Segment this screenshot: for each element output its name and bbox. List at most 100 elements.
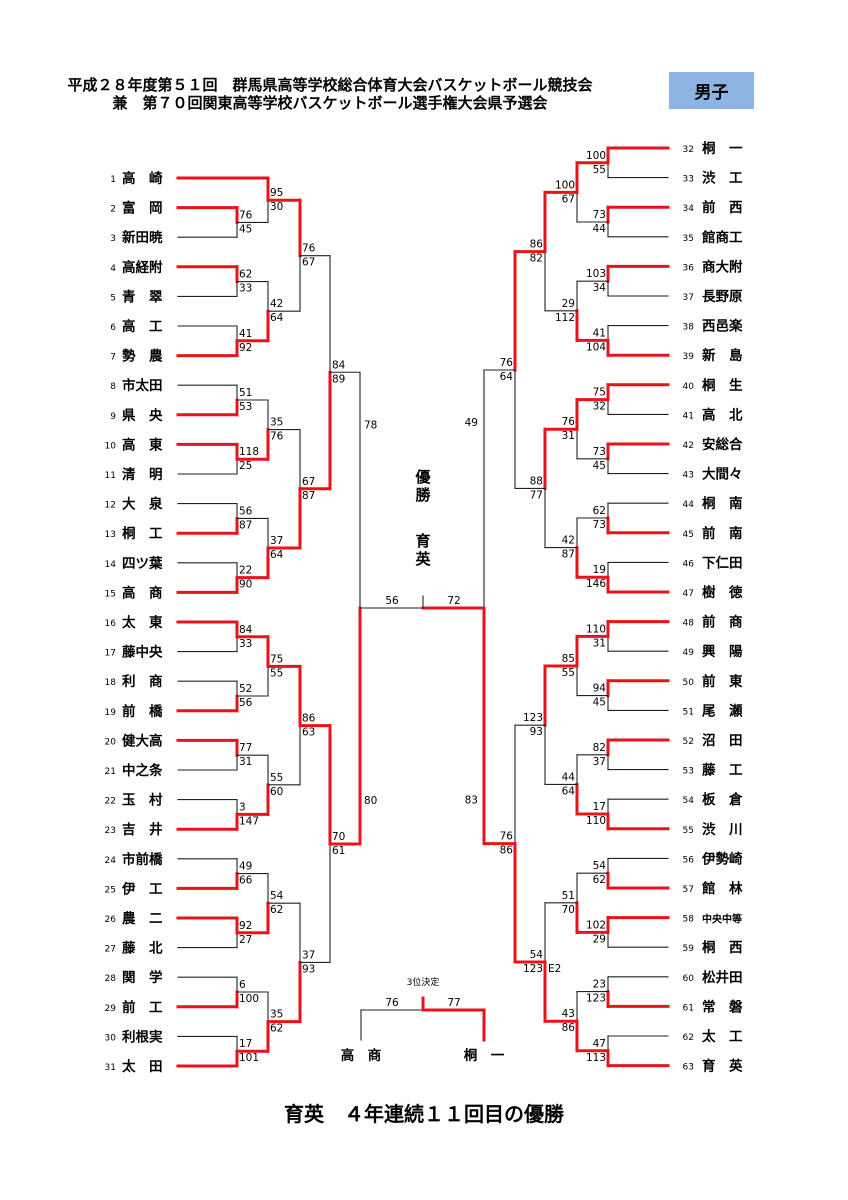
seed-number: 54: [683, 796, 695, 806]
team-name: 育 英: [702, 1058, 743, 1075]
score: 64: [562, 785, 576, 797]
score: 77: [530, 489, 543, 501]
score: 84: [239, 624, 253, 636]
score: 88: [530, 475, 543, 487]
score: 93: [530, 726, 543, 738]
seed-number: 24: [105, 856, 117, 866]
seed-number: 4: [110, 264, 116, 274]
score: 55: [562, 667, 575, 679]
score-note: E2: [548, 963, 561, 975]
score: 6: [239, 979, 246, 991]
team-name: 四ツ葉: [122, 555, 163, 572]
team-name: 新田暁: [122, 229, 163, 246]
seed-number: 45: [683, 530, 694, 540]
final-score: 56: [385, 595, 399, 607]
team-name: 太 田: [122, 1058, 163, 1075]
seed-number: 50: [683, 678, 695, 688]
seed-number: 7: [110, 353, 116, 363]
score: 73: [593, 209, 606, 221]
score: 78: [364, 419, 377, 431]
team-name: 前 南: [702, 525, 743, 542]
score: 49: [239, 861, 252, 873]
seed-number: 25: [105, 885, 116, 895]
seed-number: 53: [683, 767, 694, 777]
bracket-lines: [176, 146, 670, 1068]
score: 54: [530, 949, 544, 961]
score: 62: [593, 874, 606, 886]
score: 73: [593, 446, 606, 458]
score: 44: [593, 223, 607, 235]
score: 86: [530, 239, 544, 251]
seed-number: 11: [105, 471, 116, 481]
seed-number: 6: [110, 323, 116, 333]
score: 113: [586, 1052, 606, 1064]
team-name: 高 崎: [122, 170, 163, 187]
score: 37: [593, 756, 606, 768]
score: 31: [593, 637, 606, 649]
score: 32: [593, 401, 606, 413]
score: 76: [500, 357, 514, 369]
team-name: 新 島: [702, 347, 743, 364]
team-name: 太 工: [702, 1028, 743, 1045]
seed-number: 33: [683, 175, 694, 185]
seed-number: 59: [683, 944, 695, 954]
team-name: 大間々: [702, 466, 743, 483]
third-place-score: 76: [385, 997, 399, 1009]
score: 17: [593, 801, 606, 813]
score: 35: [270, 1009, 283, 1021]
third-place-team-right: 桐 一: [464, 1047, 505, 1064]
score: 27: [239, 934, 252, 946]
team-name: 高 北: [702, 406, 743, 423]
score: 66: [239, 875, 253, 887]
score: 85: [562, 653, 575, 665]
score: 86: [500, 845, 514, 857]
score: 102: [586, 919, 606, 931]
score: 62: [270, 1023, 283, 1035]
team-name: 利根実: [122, 1028, 163, 1045]
team-name: 勢 農: [122, 348, 163, 365]
seed-number: 49: [683, 648, 695, 658]
team-name: 館 林: [702, 880, 743, 897]
score: 31: [239, 756, 252, 768]
score: 17: [239, 1038, 252, 1050]
score: 43: [562, 1008, 575, 1020]
score: 62: [270, 904, 283, 916]
team-name: 前 東: [702, 673, 743, 690]
team-name: 関 学: [122, 969, 163, 986]
team-name: 常 磐: [702, 998, 743, 1015]
seed-number: 20: [105, 737, 117, 747]
score: 3: [239, 801, 246, 813]
team-name: 桐 生: [702, 377, 743, 394]
seed-number: 28: [105, 974, 117, 984]
score: 30: [270, 201, 283, 213]
score: 146: [586, 578, 606, 590]
score: 45: [593, 460, 606, 472]
score: 62: [593, 505, 606, 517]
score: 33: [239, 283, 252, 295]
seed-number: 5: [110, 293, 116, 303]
score: 84: [332, 359, 346, 371]
score: 101: [239, 1052, 259, 1064]
team-name: 前 橋: [122, 703, 163, 720]
seed-number: 60: [683, 974, 695, 984]
team-name: 太 東: [122, 614, 163, 631]
team-name: 長野原: [702, 289, 743, 305]
score: 62: [239, 269, 252, 281]
team-name: 中之条: [122, 762, 163, 779]
team-name: 桐 工: [122, 525, 163, 542]
score: 76: [500, 831, 514, 843]
seed-number: 48: [683, 619, 695, 629]
seed-number: 1: [110, 175, 116, 185]
seed-number: 55: [683, 826, 694, 836]
team-name: 興 陽: [702, 644, 743, 660]
score: 76: [239, 209, 253, 221]
score: 89: [332, 373, 345, 385]
score: 93: [302, 963, 315, 975]
seed-number: 26: [105, 915, 117, 925]
score: 22: [239, 565, 252, 577]
category-badge: 男子: [669, 72, 754, 109]
champion-name-char: 英: [415, 550, 431, 568]
team-name: 高経附: [122, 259, 163, 276]
team-name: 渋 川: [702, 821, 743, 838]
score: 90: [239, 579, 252, 591]
